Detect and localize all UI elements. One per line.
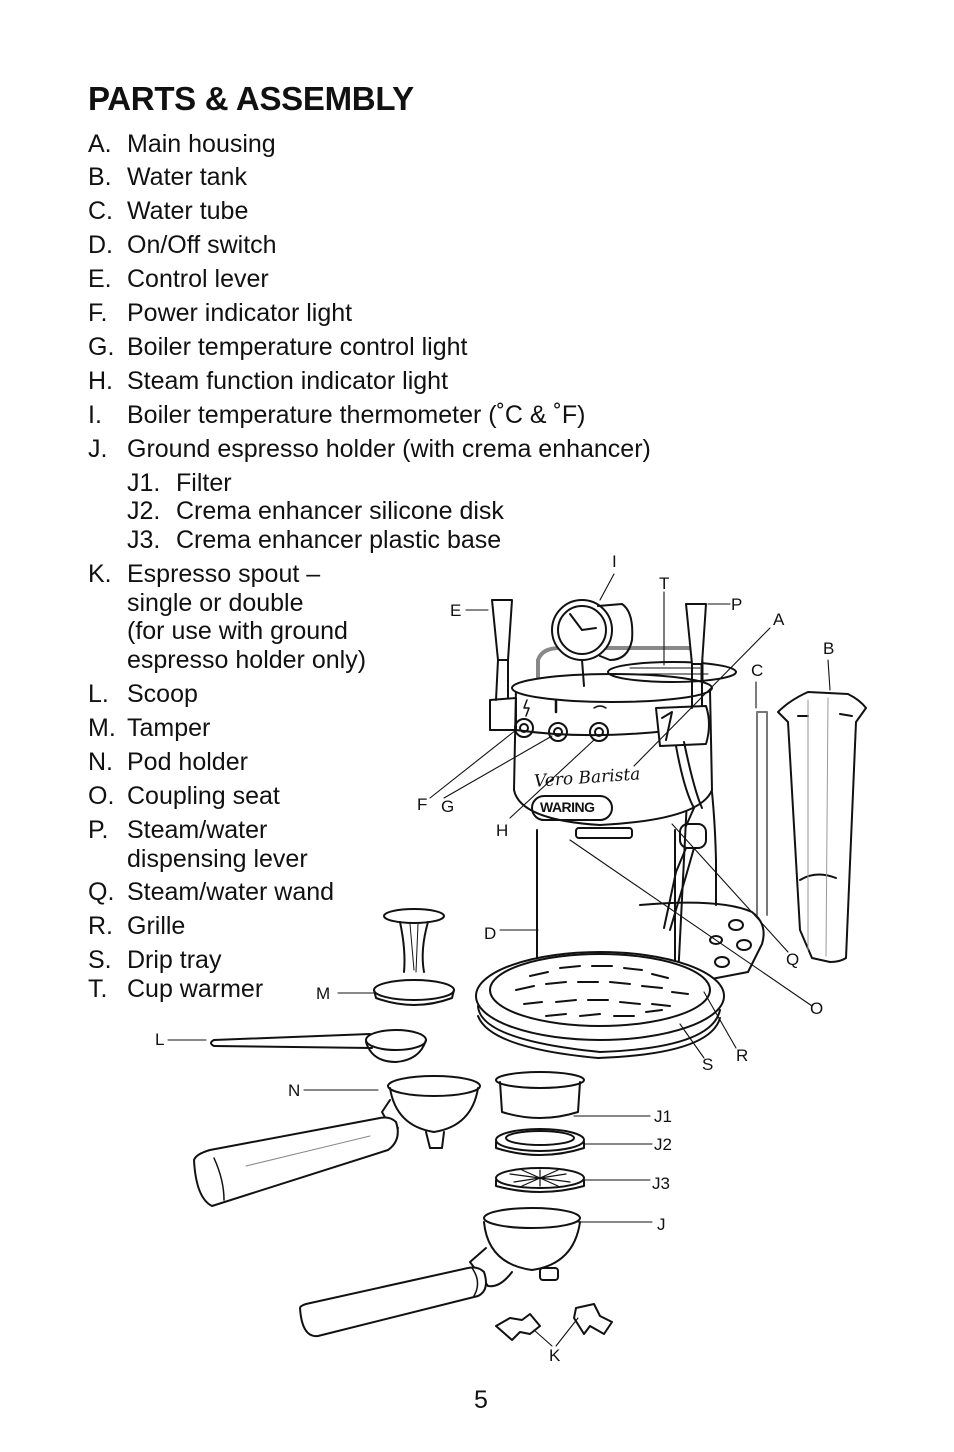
scoop xyxy=(210,1029,427,1063)
water-tube xyxy=(756,711,768,916)
filter xyxy=(495,1071,585,1119)
label-k: K xyxy=(549,1346,561,1365)
brand-logo: WARING xyxy=(540,799,595,815)
label-m: M xyxy=(316,984,331,1003)
label-d: D xyxy=(484,924,497,943)
steam-wand xyxy=(663,741,707,931)
label-f: F xyxy=(417,795,428,814)
label-j: J xyxy=(657,1215,666,1234)
control-lever xyxy=(491,599,513,701)
label-a: A xyxy=(773,610,785,629)
silicone-disk xyxy=(495,1128,585,1156)
cup-warmer xyxy=(607,661,737,683)
espresso-spouts xyxy=(495,1303,613,1341)
page-title: PARTS & ASSEMBLY xyxy=(88,80,414,117)
label-j1: J1 xyxy=(654,1107,672,1126)
label-c: C xyxy=(751,661,764,680)
label-j3: J3 xyxy=(652,1174,670,1193)
label-i: I xyxy=(612,552,617,571)
label-n: N xyxy=(288,1081,301,1100)
label-h: H xyxy=(496,821,509,840)
leader-lines xyxy=(167,573,831,1347)
label-g: G xyxy=(441,797,455,816)
label-r: R xyxy=(736,1046,749,1065)
label-o: O xyxy=(810,999,824,1018)
label-e: E xyxy=(450,601,462,620)
label-p: P xyxy=(731,595,743,614)
espresso-holder xyxy=(299,1207,581,1338)
drip-tray xyxy=(475,951,725,1059)
page-number: 5 xyxy=(474,1386,488,1414)
water-tank xyxy=(777,691,867,963)
label-t: T xyxy=(659,574,670,593)
thermometer xyxy=(551,599,634,687)
pod-holder xyxy=(193,1075,481,1207)
tamper xyxy=(373,908,455,1006)
plastic-base xyxy=(495,1167,585,1193)
label-q: Q xyxy=(786,950,800,969)
label-j2: J2 xyxy=(654,1135,672,1154)
label-b: B xyxy=(823,639,835,658)
steam-lever xyxy=(685,603,707,709)
label-l: L xyxy=(155,1030,165,1049)
label-s: S xyxy=(702,1055,714,1074)
